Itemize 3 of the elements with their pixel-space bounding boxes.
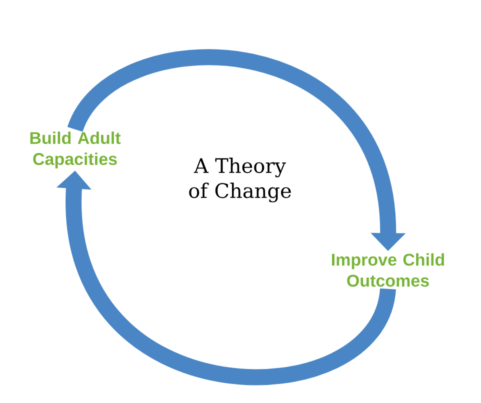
node-label: Improve Child Outcomes	[332, 253, 444, 287]
title: A Theory of Change	[189, 158, 291, 202]
node-label: Build Adult Capacities	[30, 132, 121, 168]
